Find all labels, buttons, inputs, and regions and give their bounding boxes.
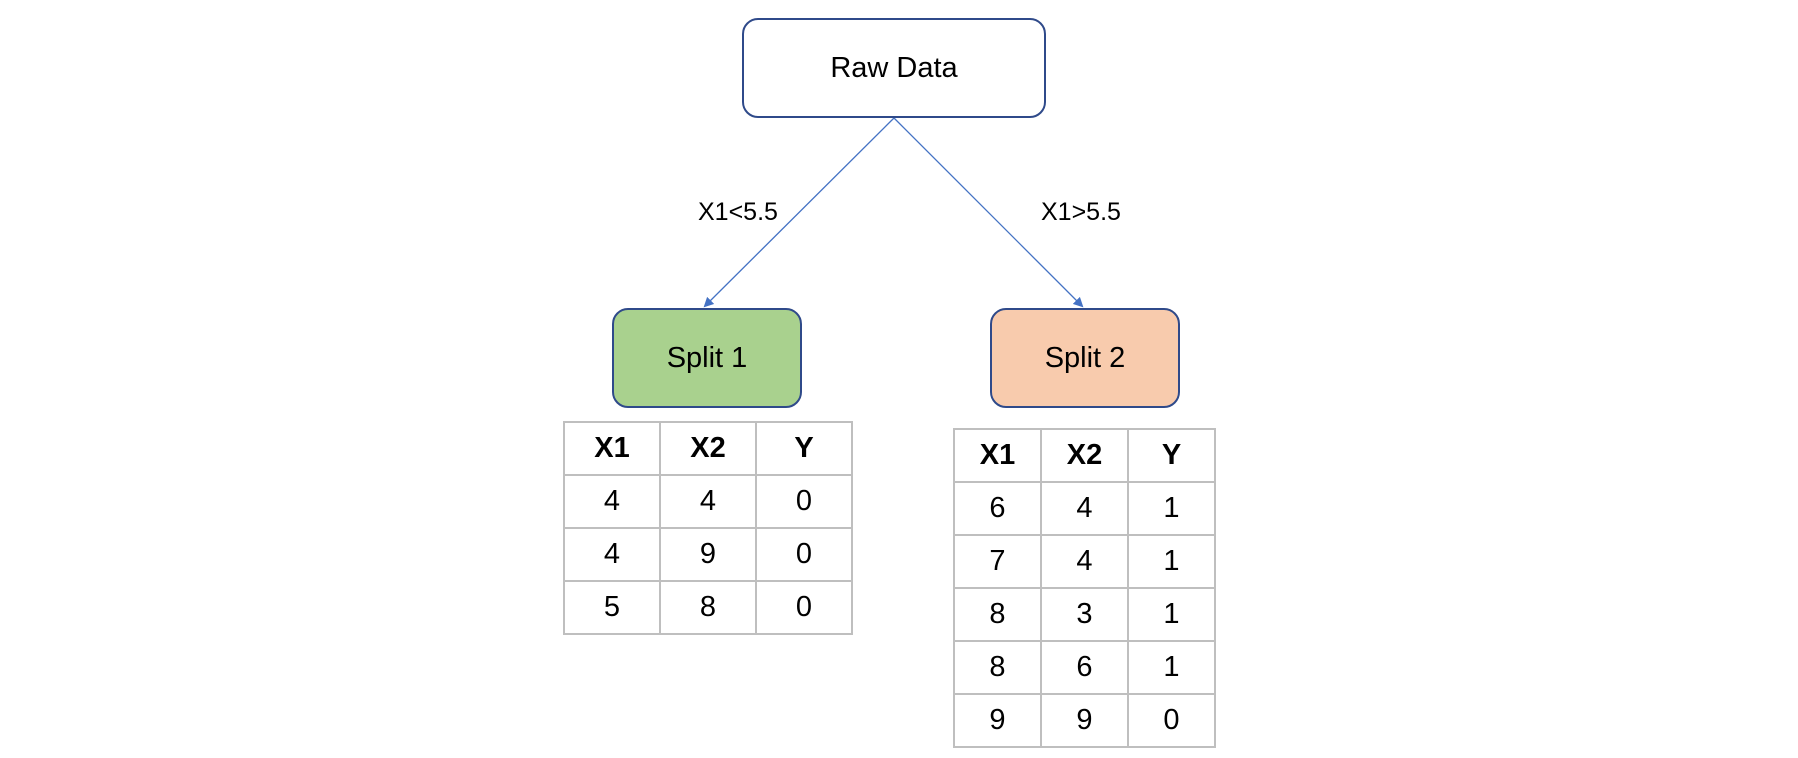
edge-left-arrow — [703, 117, 895, 308]
table-cell: 9 — [659, 527, 757, 582]
table-cell: 0 — [755, 527, 853, 582]
table-row: 7 4 1 — [953, 534, 1216, 589]
table-cell: 4 — [563, 527, 661, 582]
header-cell: X2 — [659, 421, 757, 476]
root-node: Raw Data — [742, 18, 1046, 118]
table-cell: 8 — [953, 640, 1042, 695]
root-node-label: Raw Data — [830, 51, 958, 84]
header-cell: X1 — [563, 421, 661, 476]
table-cell: 4 — [563, 474, 661, 529]
table-cell: 1 — [1127, 640, 1216, 695]
table-cell: 4 — [659, 474, 757, 529]
table-row: 9 9 0 — [953, 693, 1216, 748]
table-cell: 7 — [953, 534, 1042, 589]
table-cell: 9 — [1040, 693, 1129, 748]
table-row: 8 6 1 — [953, 640, 1216, 695]
table-cell: 1 — [1127, 481, 1216, 536]
header-cell: Y — [1127, 428, 1216, 483]
split-2-node: Split 2 — [990, 308, 1180, 408]
table-cell: 6 — [953, 481, 1042, 536]
table-cell: 1 — [1127, 587, 1216, 642]
right-edge-condition: X1>5.5 — [1041, 198, 1121, 226]
split-2-table: X1 X2 Y 6 4 1 7 4 1 8 3 1 8 6 — [953, 428, 1216, 748]
split-2-label: Split 2 — [1044, 341, 1126, 374]
table-row: 4 4 0 — [563, 474, 853, 529]
table-row: 8 3 1 — [953, 587, 1216, 642]
table-cell: 8 — [953, 587, 1042, 642]
header-cell: X1 — [953, 428, 1042, 483]
split-1-label: Split 1 — [666, 341, 748, 374]
table-cell: 0 — [755, 580, 853, 635]
table-cell: 5 — [563, 580, 661, 635]
edge-right-arrow — [893, 117, 1084, 308]
split-1-node: Split 1 — [612, 308, 802, 408]
table-cell: 9 — [953, 693, 1042, 748]
table-header-row: X1 X2 Y — [953, 428, 1216, 483]
table-cell: 0 — [1127, 693, 1216, 748]
table-row: 4 9 0 — [563, 527, 853, 582]
header-cell: Y — [755, 421, 853, 476]
table-row: 6 4 1 — [953, 481, 1216, 536]
table-header-row: X1 X2 Y — [563, 421, 853, 476]
table-cell: 1 — [1127, 534, 1216, 589]
header-cell: X2 — [1040, 428, 1129, 483]
table-row: 5 8 0 — [563, 580, 853, 635]
split-1-table: X1 X2 Y 4 4 0 4 9 0 5 8 0 — [563, 421, 853, 635]
table-cell: 8 — [659, 580, 757, 635]
table-cell: 4 — [1040, 534, 1129, 589]
table-cell: 4 — [1040, 481, 1129, 536]
table-cell: 3 — [1040, 587, 1129, 642]
table-cell: 0 — [755, 474, 853, 529]
left-edge-condition: X1<5.5 — [698, 198, 778, 226]
table-cell: 6 — [1040, 640, 1129, 695]
